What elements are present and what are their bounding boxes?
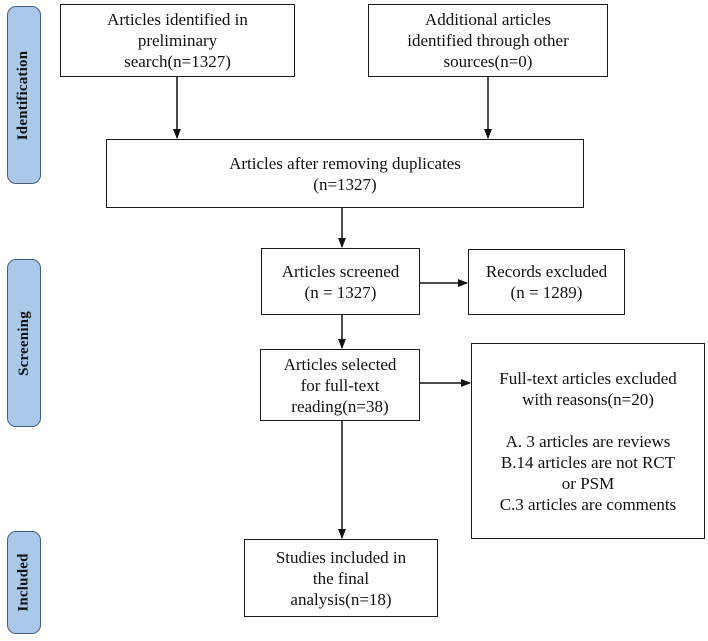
box-text-line: identified through other [407, 31, 569, 50]
box-text-line: Articles after removing duplicates [229, 153, 461, 173]
stage-label-included-text: Included [15, 553, 32, 612]
box-articles-identified: Articles identified in preliminary searc… [60, 4, 295, 77]
box-text-line: search(n=1327) [124, 52, 231, 71]
box-text-line: the final [312, 568, 370, 588]
stage-label-screening-text: Screening [15, 310, 32, 376]
box-records-excluded: Records excluded (n = 1289) [468, 249, 625, 315]
box-text-line: Additional articles [424, 10, 552, 29]
stage-label-screening: Screening [7, 259, 41, 427]
box-articles-screened: Articles screened (n = 1327) [261, 248, 420, 315]
box-text-line: reading(n=38) [291, 396, 389, 416]
stage-label-identification-text: Identification [15, 50, 32, 140]
box-after-duplicates: Articles after removing duplicates (n=13… [106, 139, 584, 208]
box-full-text-excluded: Full-text articles excluded with reasons… [471, 343, 705, 539]
exclusion-reason: or PSM [561, 473, 615, 493]
exclusion-reason: C.3 articles are comments [499, 494, 677, 514]
box-additional-articles: Additional articles identified through o… [368, 4, 608, 77]
box-text-line: (n = 1327) [304, 282, 377, 302]
box-text-line: (n = 1289) [510, 283, 583, 302]
box-text-line: with reasons(n=20) [522, 389, 654, 409]
stage-label-included: Included [7, 531, 41, 634]
box-text-line: (n=1327) [313, 174, 377, 194]
box-text-line: sources(n=0) [443, 52, 533, 71]
box-text-line: analysis(n=18) [290, 589, 392, 609]
box-full-text-selected: Articles selected for full-text reading(… [260, 349, 420, 421]
box-text-line: Full-text articles excluded [499, 368, 677, 388]
exclusion-reason: A. 3 articles are reviews [505, 431, 671, 451]
box-text-line: Records excluded [485, 262, 608, 281]
box-text-line: Studies included in [275, 547, 407, 567]
box-text-line: for full-text [300, 375, 380, 395]
box-text-line: Articles screened [281, 261, 400, 281]
box-text-line: preliminary [137, 31, 218, 50]
stage-label-identification: Identification [7, 6, 41, 184]
box-text-line: Articles selected [283, 354, 397, 374]
box-text-line: Articles identified in [107, 10, 248, 29]
box-studies-included: Studies included in the final analysis(n… [244, 539, 438, 617]
exclusion-reason: B.14 articles are not RCT [500, 452, 676, 472]
